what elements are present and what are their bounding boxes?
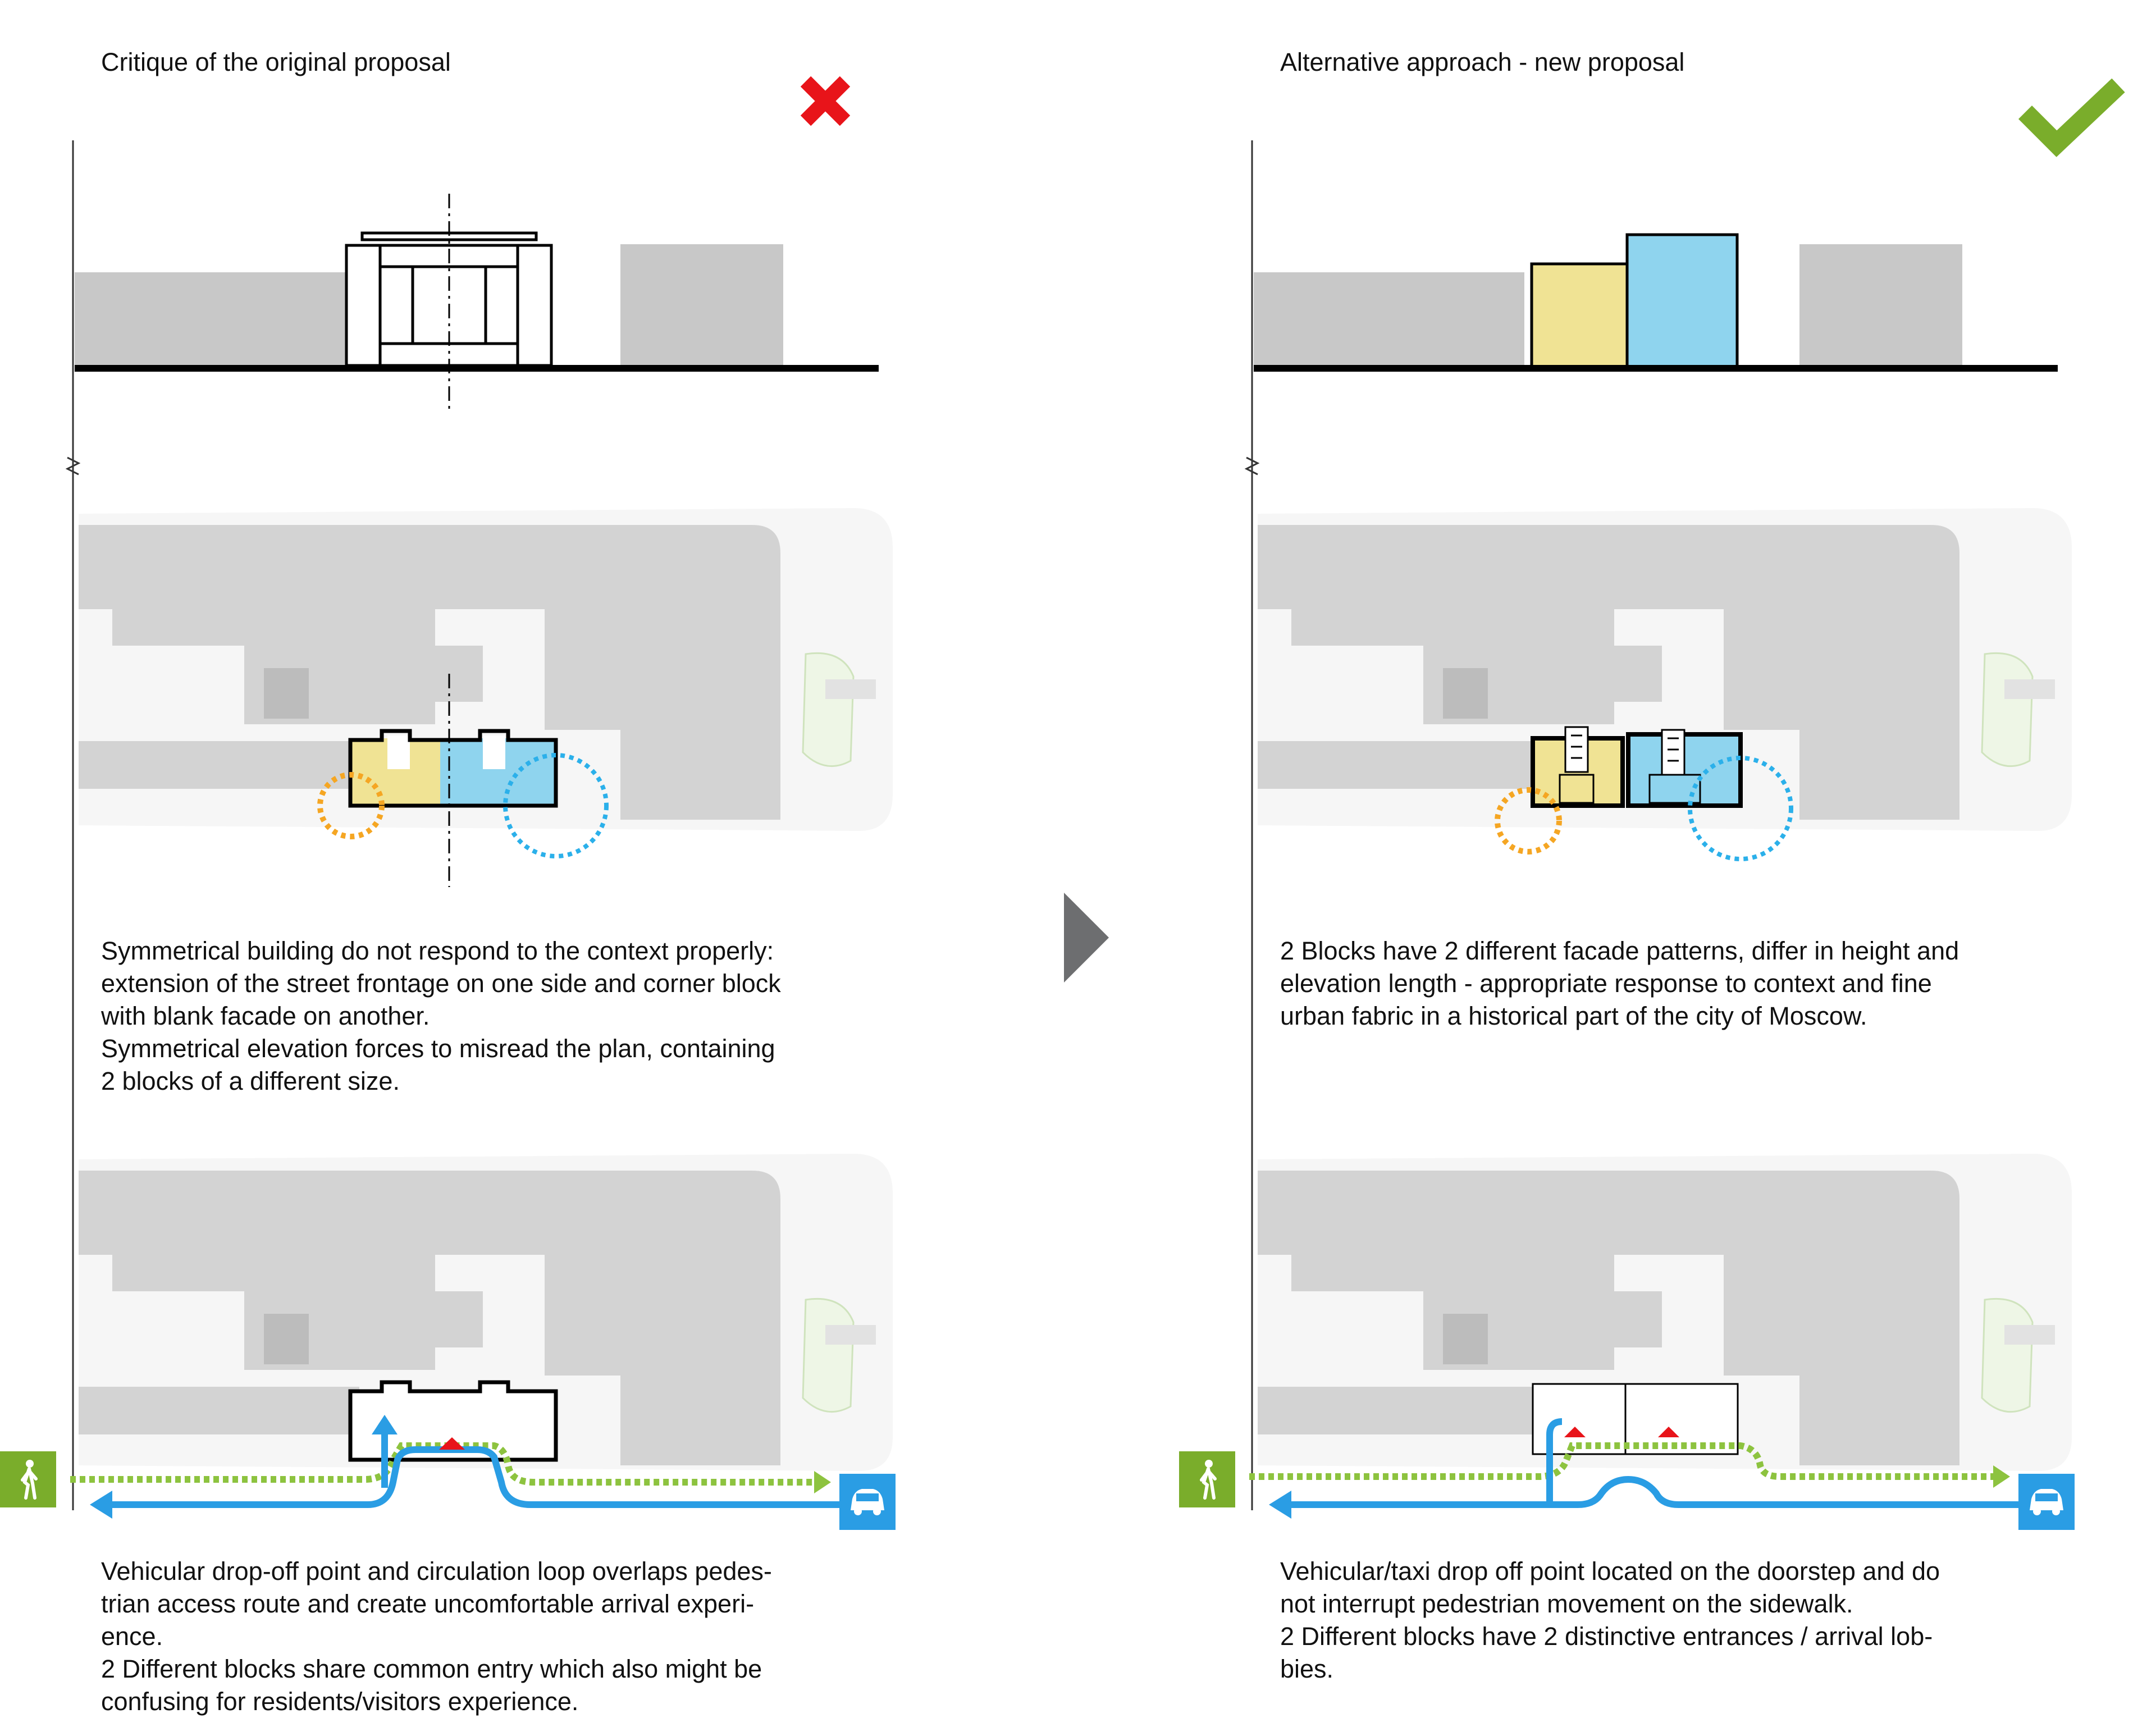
pedestrian-icon	[1179, 1451, 1235, 1507]
text-line: trian access route and create uncomforta…	[101, 1589, 755, 1618]
original-proposal-panel: Critique of the original proposal	[0, 0, 1078, 1716]
blue-block-elevation	[1625, 233, 1739, 368]
break-mark	[65, 456, 81, 476]
green-steps	[2004, 679, 2055, 699]
entrance-marker-icon	[439, 1437, 465, 1450]
pedestrian-arrowhead	[814, 1471, 831, 1493]
courtyard-gap	[264, 668, 309, 719]
text-line: not interrupt pedestrian movement on the…	[1280, 1589, 1853, 1618]
orange-context-circle	[1495, 787, 1562, 855]
text-line: Vehicular/taxi drop off point located on…	[1280, 1557, 1940, 1586]
panel-title: Critique of the original proposal	[101, 48, 451, 76]
green-patch	[1981, 652, 2034, 767]
blue-context-circle	[1688, 756, 1793, 861]
entrance-marker-icon	[1564, 1427, 1586, 1437]
text-line: with blank facade on another.	[101, 1002, 430, 1030]
context-small-buildings	[79, 592, 623, 789]
text-line: extension of the street frontage on one …	[101, 969, 781, 998]
vehicle-up-arrowhead	[372, 1415, 398, 1434]
entrance-marker-icon	[1658, 1427, 1679, 1437]
break-mark	[1244, 456, 1260, 476]
blue-context-circle	[503, 753, 609, 858]
elevation-diagram	[75, 194, 879, 410]
orange-context-circle	[317, 772, 385, 839]
yellow-core	[1559, 726, 1595, 804]
car-icon	[839, 1474, 896, 1530]
check-icon	[2018, 79, 2125, 157]
pedestrian-route	[70, 1442, 814, 1486]
text-line: 2 Different blocks share common entry wh…	[101, 1655, 762, 1683]
courtyard-gap	[1443, 1314, 1488, 1364]
original-diagrams	[0, 140, 896, 1530]
ground-line	[1254, 365, 2058, 372]
vehicle-arrowhead	[1269, 1491, 1291, 1519]
proposal-diagrams	[1179, 140, 2075, 1530]
pedestrian-icon	[0, 1451, 56, 1507]
panel-title: Alternative approach - new proposal	[1280, 48, 1685, 76]
site-plan-circulation	[0, 1154, 896, 1530]
car-icon	[2018, 1474, 2075, 1530]
courtyard-gap	[264, 1314, 309, 1364]
neighbour-building-right	[1799, 244, 1962, 367]
green-steps	[825, 679, 876, 699]
green-steps	[2004, 1325, 2055, 1345]
critique-description-1: Symmetrical building do not respond to t…	[101, 935, 865, 1098]
text-line: bies.	[1280, 1655, 1334, 1683]
green-patch	[802, 1297, 855, 1413]
text-line: elevation length - appropriate response …	[1280, 969, 1932, 998]
text-line: confusing for residents/visitors experie…	[101, 1687, 579, 1716]
neighbour-building-left	[75, 272, 345, 367]
courtyard-gap	[1443, 668, 1488, 719]
text-line: ence.	[101, 1622, 163, 1651]
text-line: 2 Blocks have 2 different facade pattern…	[1280, 936, 1959, 965]
yellow-block-elevation	[1530, 262, 1629, 368]
pedestrian-arrowhead	[1993, 1465, 2010, 1488]
text-line: 2 Different blocks have 2 distinctive en…	[1280, 1622, 1933, 1651]
core-right	[483, 735, 505, 769]
site-plan-blocks	[1258, 508, 2072, 861]
vehicle-route	[1289, 1475, 2021, 1508]
elevation-diagram	[1254, 233, 2058, 372]
text-line: Vehicular drop-off point and circulation…	[101, 1557, 772, 1586]
critique-description-2: Vehicular drop-off point and circulation…	[101, 1555, 865, 1718]
text-line: 2 blocks of a different size.	[101, 1067, 400, 1095]
green-patch	[1981, 1297, 2034, 1413]
proposal-description-1: 2 Blocks have 2 different facade pattern…	[1280, 935, 2044, 1032]
cross-icon	[800, 76, 851, 126]
neighbour-building-right	[620, 244, 783, 367]
building-outline	[348, 729, 558, 808]
blue-core	[1648, 729, 1701, 804]
neighbour-building-left	[1254, 272, 1524, 367]
green-steps	[825, 1325, 876, 1345]
new-proposal-panel: Alternative approach - new proposal	[1179, 0, 2156, 1710]
green-patch	[802, 652, 855, 767]
core-left	[387, 735, 410, 769]
building-outline	[348, 1380, 558, 1462]
text-line: Symmetrical building do not respond to t…	[101, 936, 774, 965]
ground-line	[75, 365, 879, 372]
site-plan-symmetry	[79, 508, 893, 887]
text-line: urban fabric in a historical part of the…	[1280, 1002, 1867, 1030]
vehicle-arrowhead	[90, 1491, 112, 1519]
proposal-description-2: Vehicular/taxi drop off point located on…	[1280, 1555, 2044, 1685]
pedestrian-route	[1249, 1442, 1993, 1480]
text-line: Symmetrical elevation forces to misread …	[101, 1034, 775, 1063]
play-arrow-icon	[1064, 893, 1109, 983]
site-plan-circulation	[1179, 1154, 2075, 1530]
vehicle-drop-off-hook	[1546, 1418, 1563, 1435]
